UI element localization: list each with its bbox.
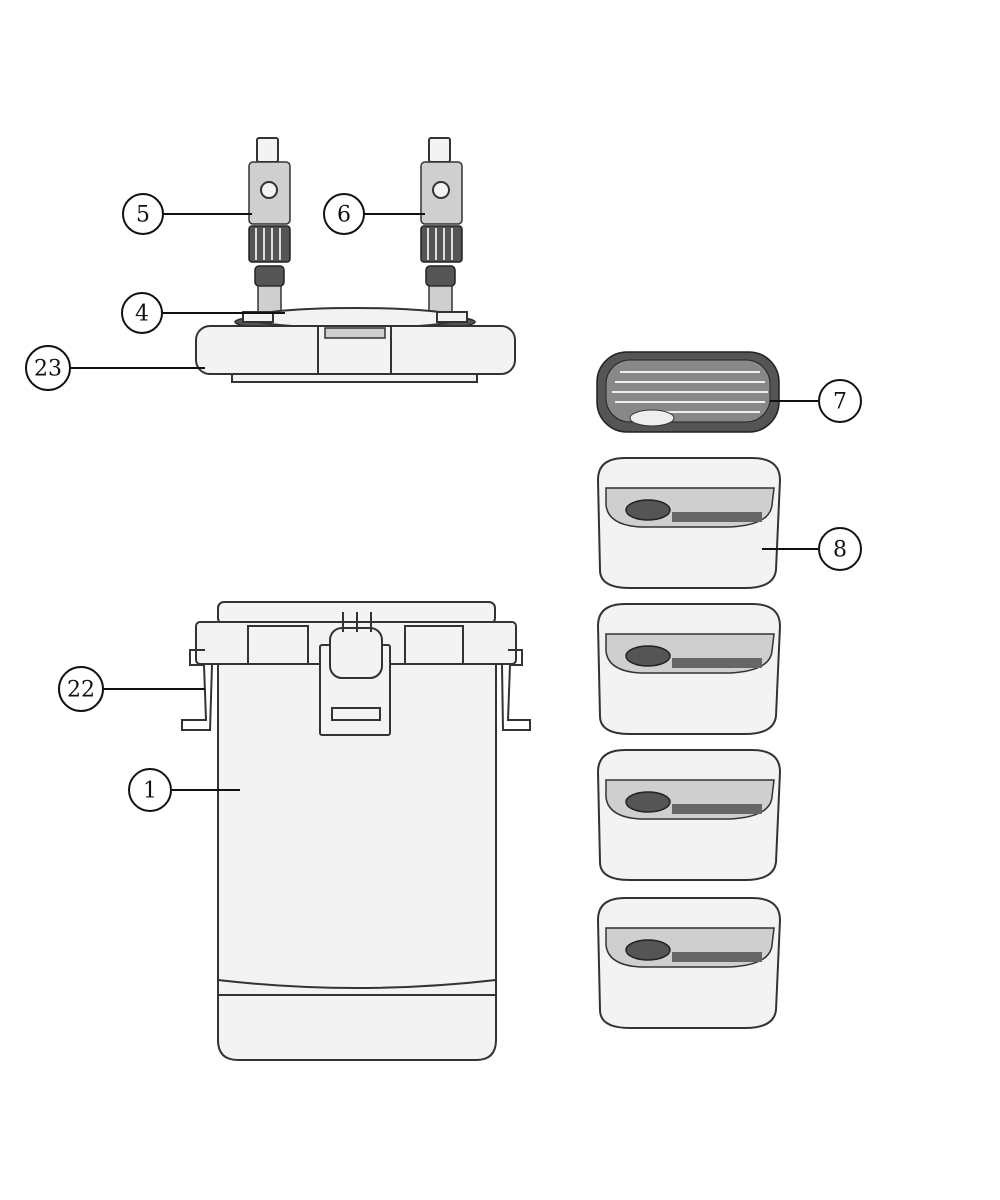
filter-head-lid-23: [195, 307, 516, 383]
callout-label: 4: [135, 302, 149, 327]
callout-1: 1: [128, 768, 172, 812]
callout-label: 8: [833, 538, 847, 563]
callout-label: 22: [67, 678, 95, 703]
callout-label: 23: [34, 357, 62, 382]
callout-label: 5: [136, 203, 150, 228]
latch: [319, 612, 391, 736]
callout-label: 7: [833, 390, 847, 415]
handles-22: [181, 649, 531, 731]
leader-lines: [71, 213, 818, 791]
callout-23: 23: [25, 345, 71, 391]
callout-8: 8: [818, 527, 862, 571]
callout-5: 5: [122, 193, 164, 235]
callout-7: 7: [818, 379, 862, 423]
top-tray-7: [596, 351, 780, 433]
valve-6: [420, 137, 463, 315]
media-baskets-8: [596, 457, 782, 1029]
callout-label: 1: [143, 779, 157, 804]
callout-4: 4: [121, 292, 163, 334]
callout-label: 6: [337, 203, 351, 228]
media-basket: [596, 457, 782, 589]
valve-5: [248, 137, 291, 315]
callout-22: 22: [58, 666, 104, 712]
media-basket: [596, 749, 782, 881]
media-basket: [596, 603, 782, 735]
media-basket: [596, 897, 782, 1029]
callout-6: 6: [323, 193, 365, 235]
